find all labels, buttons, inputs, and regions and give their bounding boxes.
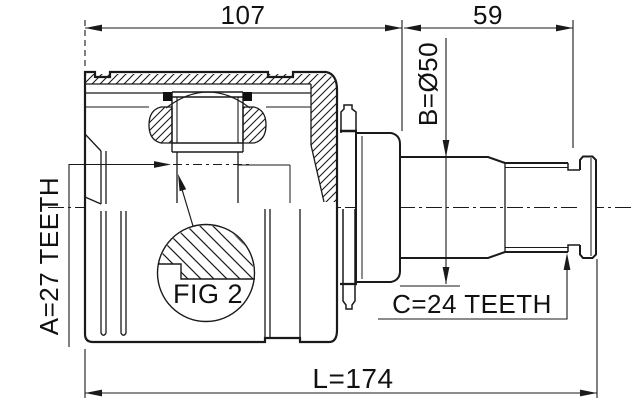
label-overall-length: L=174 xyxy=(312,363,393,394)
fig2-leader-arrow xyxy=(178,174,187,192)
retainer-left xyxy=(163,92,172,101)
clip-ring-top xyxy=(340,104,357,133)
fig2-leader-line xyxy=(180,185,194,227)
roller-right xyxy=(242,106,267,144)
roller-left xyxy=(148,106,173,144)
dimension-arrowheads xyxy=(85,24,597,397)
snap-ring-groove xyxy=(567,163,580,252)
dim-label-107: 107 xyxy=(221,0,266,30)
fig2-label: FIG 2 xyxy=(173,279,243,309)
leader-line-A xyxy=(68,163,154,347)
shaft-spline-section xyxy=(504,155,597,259)
dimension-lines xyxy=(68,20,598,398)
label-c-teeth: C=24 TEETH xyxy=(392,289,552,319)
shaft-collar xyxy=(355,132,401,283)
leader-line-C xyxy=(378,270,568,320)
label-b-diameter: B=Ø50 xyxy=(413,42,443,126)
fig2-step-profile xyxy=(158,263,255,280)
dimension-labels: 107 59 B=Ø50 A=27 TEETH C=24 TEETH L=174 xyxy=(34,0,552,394)
shaft xyxy=(340,104,597,310)
clip-ring-bottom xyxy=(342,209,356,310)
shaft-end-ring xyxy=(579,155,597,259)
dim-label-59: 59 xyxy=(473,0,503,30)
housing-section xyxy=(83,70,339,344)
label-a-teeth: A=27 TEETH xyxy=(34,177,64,335)
shaft-seal-surface xyxy=(400,156,506,259)
bearing-assembly xyxy=(148,91,267,153)
retainer-right xyxy=(243,92,252,101)
